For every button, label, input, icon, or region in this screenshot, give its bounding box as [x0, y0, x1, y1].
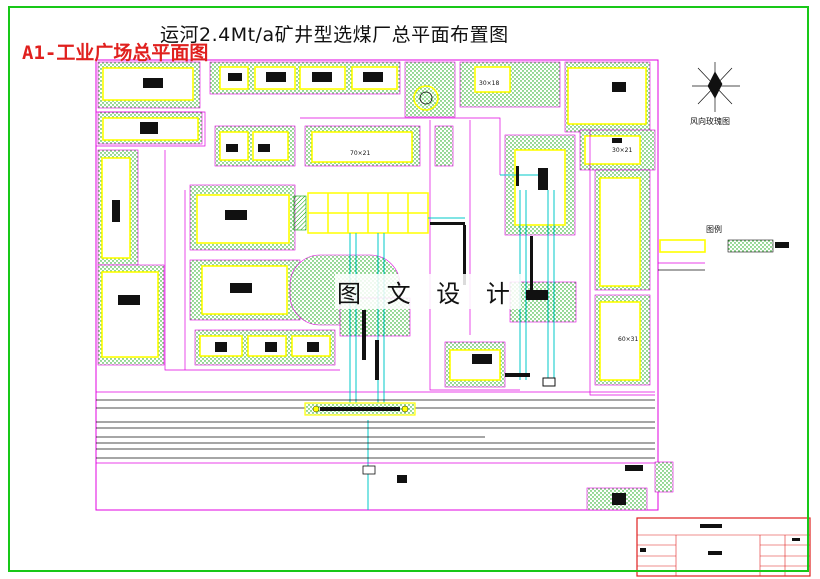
building-label: 60×31	[618, 336, 639, 343]
loading-station	[304, 402, 416, 416]
legend	[658, 239, 789, 271]
roads	[96, 111, 655, 396]
label-blocks	[112, 72, 643, 505]
legend-label: 图例	[706, 225, 722, 234]
site-boundary	[95, 59, 659, 511]
thickener-tank	[413, 85, 439, 111]
title-block	[636, 517, 811, 577]
wind-rose-label: 风向玫瑰图	[690, 117, 730, 126]
watermark: 图 文 设 计	[335, 274, 521, 309]
drawing-subtitle: A1-工业广场总平面图	[22, 42, 209, 64]
equipment-marks	[362, 166, 556, 387]
rail-tracks	[96, 399, 655, 459]
building-label: 30×18	[479, 80, 500, 87]
building-label: 30×21	[612, 147, 633, 154]
conveyors	[349, 174, 555, 510]
drawing-title: 运河2.4Mt/a矿井型选煤厂总平面布置图	[160, 24, 509, 46]
wind-rose	[692, 62, 740, 112]
drawing-frame	[8, 6, 809, 572]
main-plant	[307, 192, 429, 234]
building-label: 70×21	[350, 150, 371, 157]
buildings	[101, 66, 647, 381]
